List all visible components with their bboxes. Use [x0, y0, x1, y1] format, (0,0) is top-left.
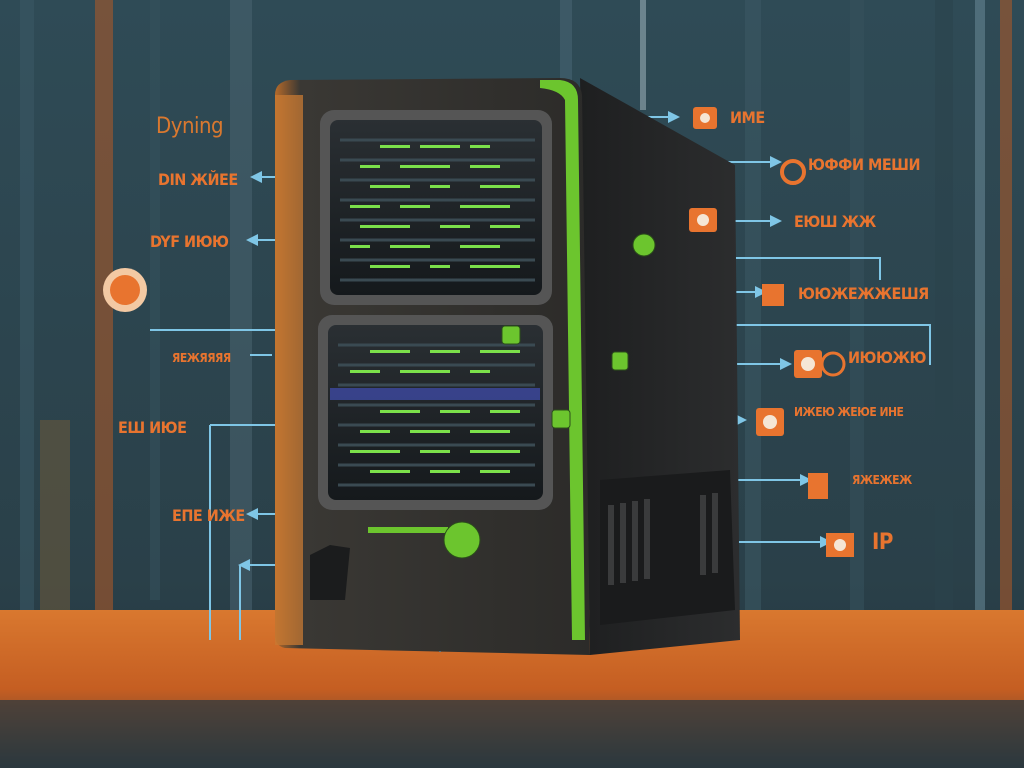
- label-right-4: ЮЮЖЕЖЖЕШЯ: [798, 284, 929, 303]
- label-left-5: ЕПЕ ИЖЕ: [172, 506, 245, 525]
- label-right-7: ЯЖЕЖЕЖ: [852, 473, 912, 487]
- label-left-4: ЯЕЖЯЯЯЯ: [172, 351, 231, 365]
- label-left-3: DYF ИЮЮ: [150, 232, 229, 251]
- label-right-3: ЕЮШ ЖЖ: [794, 212, 876, 231]
- server-tower: [275, 78, 740, 655]
- label-right-6: ИЖЕЮ ЖЕЮЕ ИНЕ: [794, 405, 904, 419]
- label-left-2: DIN ЖЙЕЕ: [158, 170, 238, 189]
- label-right-2: ЮФФИ МЕШИ: [808, 155, 921, 174]
- label-ip: IP: [872, 530, 893, 555]
- label-left-6: ЕШ ИЮЕ: [118, 418, 187, 437]
- label-right-1: ИМЕ: [730, 108, 765, 127]
- title-label: Dyning: [156, 114, 224, 139]
- label-right-5: ИЮЮЖЮ: [848, 348, 926, 367]
